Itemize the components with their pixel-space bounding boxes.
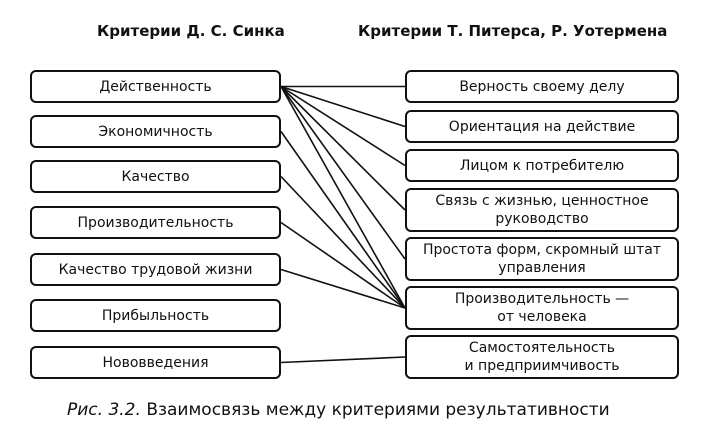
figure-caption: Рис. 3.2. Взаимосвязь между критериями р… — [67, 400, 610, 420]
right-criterion-box: Связь с жизнью, ценностное руководство — [405, 188, 679, 232]
right-criterion-box: Ориентация на действие — [405, 110, 679, 143]
left-column-heading: Критерии Д. С. Синка — [97, 22, 285, 40]
connection-line — [280, 86, 406, 260]
left-criterion-box: Качество — [30, 160, 281, 193]
right-criterion-box: Простота форм, скромный штат управления — [405, 237, 679, 281]
connection-line — [280, 85, 406, 167]
left-criterion-box: Действенность — [30, 70, 281, 103]
right-column-heading: Критерии Т. Питерса, Р. Уотермена — [358, 22, 668, 40]
right-criterion-box: Производительность — от человека — [405, 286, 679, 330]
right-criterion-box: Самостоятельность и предприимчивость — [405, 335, 679, 379]
connection-line — [280, 85, 406, 128]
left-criterion-box: Качество трудовой жизни — [30, 253, 281, 286]
figure-label: Рис. 3.2. — [67, 400, 141, 420]
connection-line — [280, 131, 406, 309]
left-criterion-box: Экономичность — [30, 115, 281, 148]
connection-line — [280, 175, 406, 309]
left-criterion-box: Производительность — [30, 206, 281, 239]
caption-text: Взаимосвязь между критериями результатив… — [146, 400, 610, 420]
left-criterion-box: Прибыльность — [30, 299, 281, 332]
connection-line — [280, 221, 406, 309]
right-criterion-box: Верность своему делу — [405, 70, 679, 103]
right-criterion-box: Лицом к потребителю — [405, 149, 679, 182]
connection-line — [280, 85, 406, 211]
connection-line — [280, 268, 406, 309]
connection-line — [280, 356, 406, 364]
connection-line — [280, 86, 406, 309]
left-criterion-box: Нововведения — [30, 346, 281, 379]
